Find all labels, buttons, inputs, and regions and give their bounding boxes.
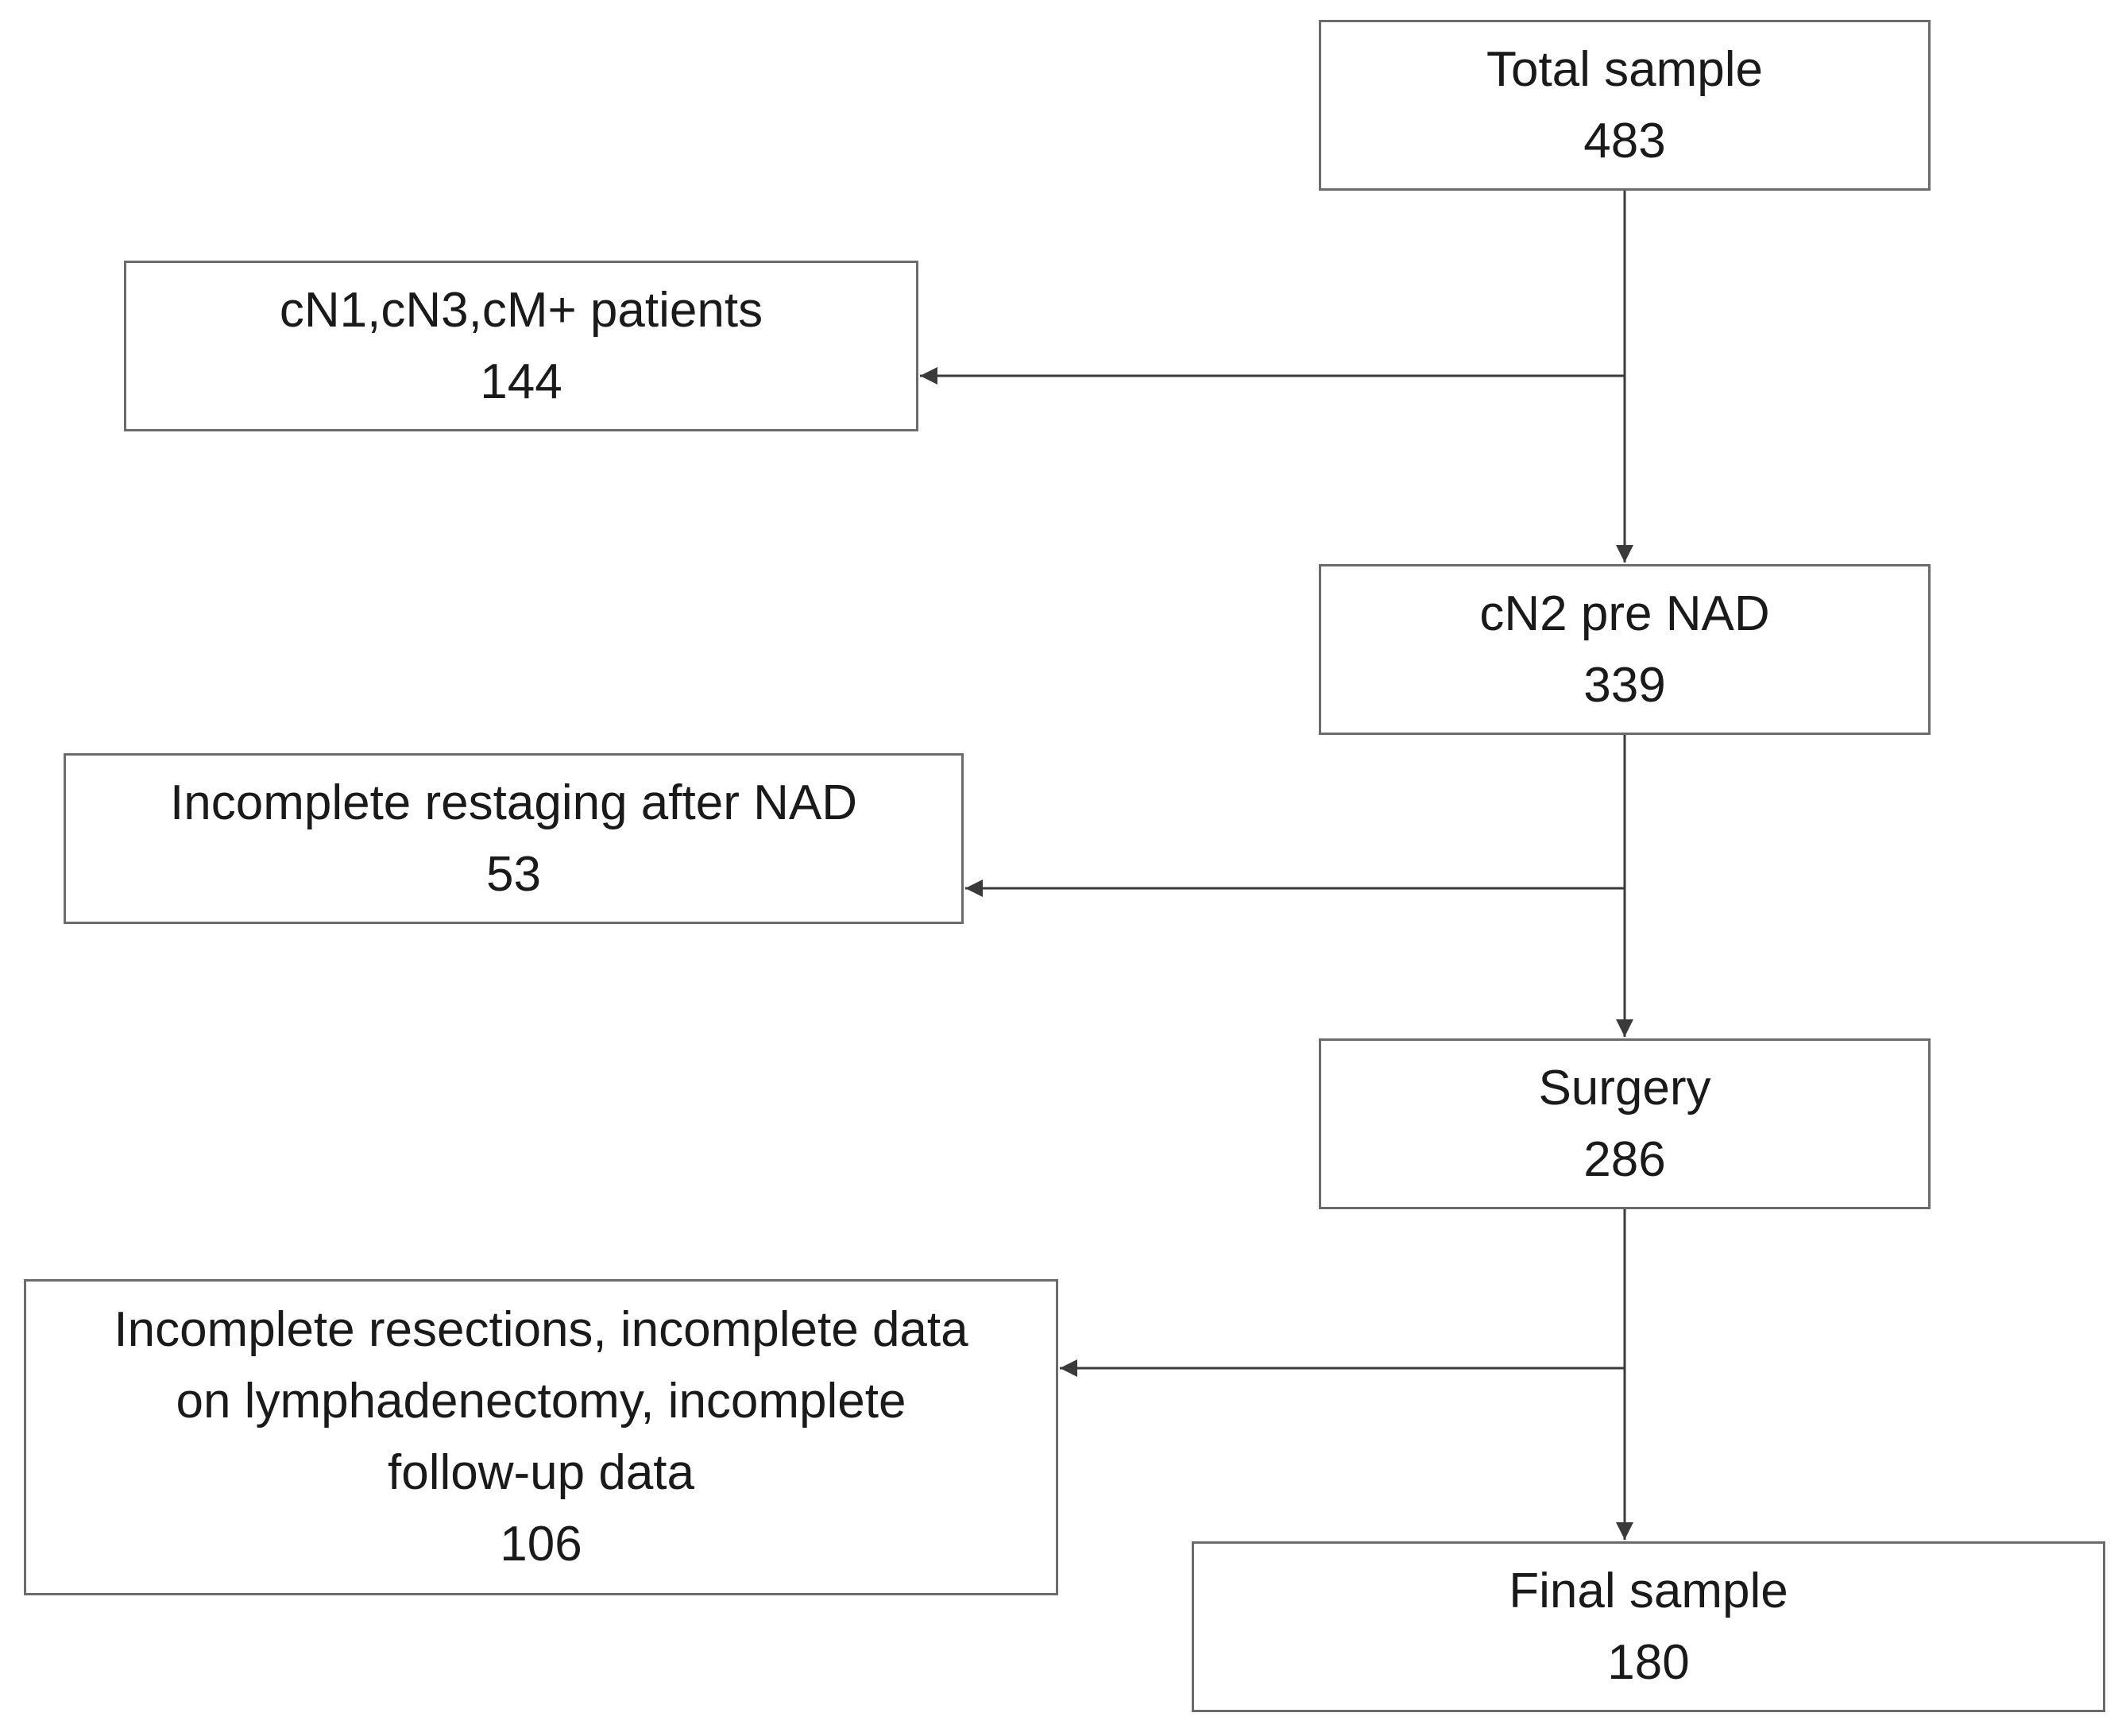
exclusion-box-3: Incomplete resections, incomplete data o… [24, 1279, 1058, 1595]
exclusion-3-line: Incomplete resections, incomplete data [114, 1302, 968, 1357]
final-sample-box: Final sample 180 [1192, 1541, 2105, 1712]
exclusion-box-2: Incomplete restaging after NAD 53 [64, 753, 964, 924]
total-sample-box: Total sample 483 [1319, 20, 1931, 191]
total-sample-label: Total sample [1486, 41, 1764, 97]
exclusion-2-label: Incomplete restaging after NAD [170, 775, 857, 830]
exclusion-3-count: 106 [500, 1517, 582, 1572]
total-sample-count: 483 [1583, 113, 1666, 168]
exclusion-box-1: cN1,cN3,cM+ patients 144 [124, 261, 918, 431]
cn2-pre-nad-box: cN2 pre NAD 339 [1319, 564, 1931, 735]
exclusion-3-line: on lymphadenectomy, incomplete [176, 1374, 906, 1429]
surgery-label: Surgery [1538, 1060, 1711, 1115]
exclusion-2-count: 53 [486, 846, 541, 902]
cn2-pre-nad-label: cN2 pre NAD [1479, 586, 1770, 641]
final-sample-count: 180 [1607, 1634, 1690, 1690]
surgery-count: 286 [1583, 1131, 1666, 1187]
exclusion-3-line: follow-up data [387, 1445, 695, 1500]
final-sample-label: Final sample [1509, 1563, 1788, 1618]
surgery-box: Surgery 286 [1319, 1038, 1931, 1209]
exclusion-1-count: 144 [480, 354, 562, 409]
exclusion-1-label: cN1,cN3,cM+ patients [279, 282, 763, 338]
cn2-pre-nad-count: 339 [1583, 657, 1666, 713]
